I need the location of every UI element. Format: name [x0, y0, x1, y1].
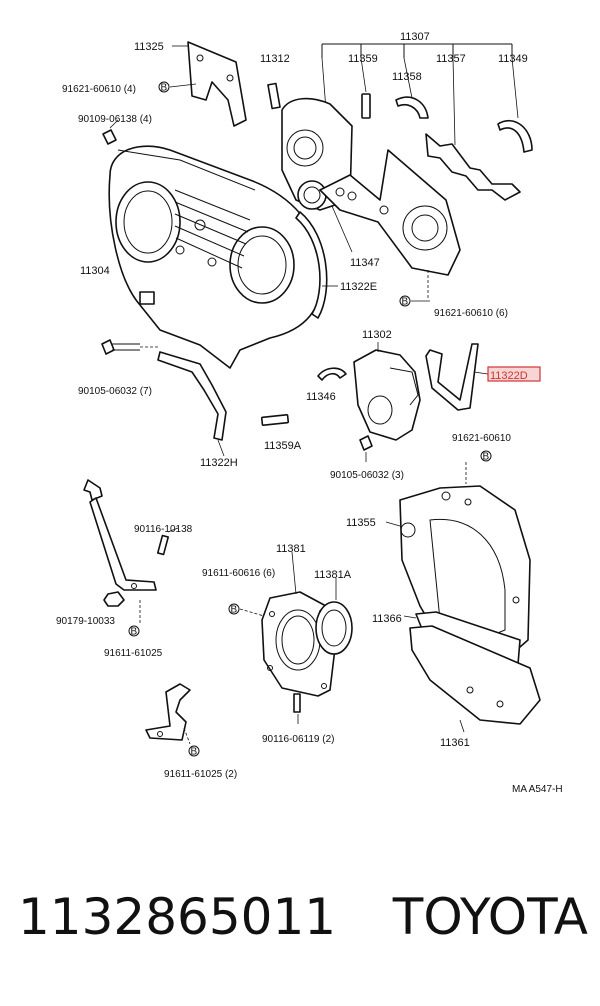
plate-11361 [409, 625, 541, 733]
stud-90116-06119 [293, 693, 301, 724]
rear-plate-11307 [319, 149, 461, 276]
bolt-90105-06032-7 [101, 339, 158, 355]
label-11355: 11355 [346, 517, 376, 529]
nut-90179-10033 [103, 591, 125, 607]
label-11322D: 11322D [490, 370, 528, 382]
part-number: 1132865011 [18, 888, 337, 946]
label-11312: 11312 [260, 53, 290, 65]
label-11322E: 11322E [340, 281, 377, 293]
label-11359: 11359 [348, 53, 378, 65]
label-11349: 11349 [498, 53, 528, 65]
bolt-symbol-91621-60610-6: B [399, 270, 430, 308]
label-90109-06138-4: 90109-06138 (4) [78, 114, 152, 125]
svg-text:B: B [191, 747, 198, 758]
seal-11322D [425, 343, 541, 411]
label-90116-06119-2: 90116-06119 (2) [262, 734, 334, 745]
label-11357: 11357 [436, 53, 466, 65]
half-ring-11349 [497, 119, 533, 153]
label-11381A: 11381A [314, 569, 352, 581]
label-90105-06032-3: 90105-06032 (3) [330, 470, 404, 481]
label-11359A: 11359A [264, 440, 302, 452]
svg-text:B: B [231, 605, 238, 616]
label-11358: 11358 [392, 71, 422, 83]
seal-11322E [295, 211, 338, 319]
label-11381: 11381 [276, 543, 306, 555]
stud-90116-10138 [156, 527, 179, 556]
seal-11322H [157, 351, 227, 457]
label-91621-60610-6: 91621-60610 (6) [434, 308, 508, 319]
label-11366: 11366 [372, 613, 402, 625]
oil-seal-11381A [315, 578, 353, 655]
key-11359 [361, 93, 371, 119]
bolt-symbol-91611-60616-6: B [228, 603, 265, 617]
bracket-arm [83, 479, 157, 591]
label-11302: 11302 [362, 329, 392, 341]
bolt-symbol-91611-61025: B [128, 600, 141, 638]
timing-cover-11304 [108, 145, 323, 369]
bolt-90105-06032-3 [359, 435, 373, 462]
label-91621-60610: 91621-60610 [452, 433, 511, 444]
bolt-90109-06138 [102, 119, 119, 145]
lower-cover-11302 [353, 342, 421, 441]
bolt-symbol-91621-60610-4: B [158, 81, 197, 94]
label-11304: 11304 [80, 265, 110, 277]
label-91621-60610-4: 91621-60610 (4) [62, 84, 136, 95]
label-11322H: 11322H [200, 457, 238, 469]
key-11359A [260, 413, 290, 427]
footer: 1132865011 TOYOTA [18, 888, 588, 968]
bracket-plate-11325 [172, 41, 247, 127]
group-bracket-11307 [321, 43, 519, 146]
svg-text:B: B [483, 452, 490, 463]
label-11347: 11347 [350, 257, 380, 269]
label-91611-61025: 91611-61025 [104, 648, 163, 659]
half-ring-11358 [395, 96, 429, 119]
label-90105-06032-7: 90105-06032 (7) [78, 386, 152, 397]
label-91611-61025-2: 91611-61025 (2) [164, 769, 237, 780]
svg-text:B: B [161, 83, 168, 94]
figure-code: MA A547-H [512, 784, 563, 795]
label-90179-10033: 90179-10033 [56, 616, 115, 627]
callout-labels: 11307 11325 11312 11359 11358 11357 1134… [56, 31, 563, 795]
bracket-lower [145, 683, 191, 741]
svg-text:B: B [131, 627, 138, 638]
bolt-symbol-91621-60610: B [465, 450, 492, 484]
label-11361: 11361 [440, 737, 470, 749]
half-ring-11346 [317, 367, 347, 381]
brand-name: TOYOTA [392, 888, 588, 946]
label-91611-60616-6: 91611-60616 (6) [202, 568, 275, 579]
label-11325: 11325 [134, 41, 164, 53]
label-11346: 11346 [306, 391, 336, 403]
svg-text:B: B [402, 297, 409, 308]
label-11307: 11307 [400, 31, 430, 43]
bolt-symbol-91611-61025-2: B [183, 727, 200, 758]
seal-strip-11357 [425, 133, 521, 201]
label-90116-10138: 90116-10138 [134, 524, 193, 535]
